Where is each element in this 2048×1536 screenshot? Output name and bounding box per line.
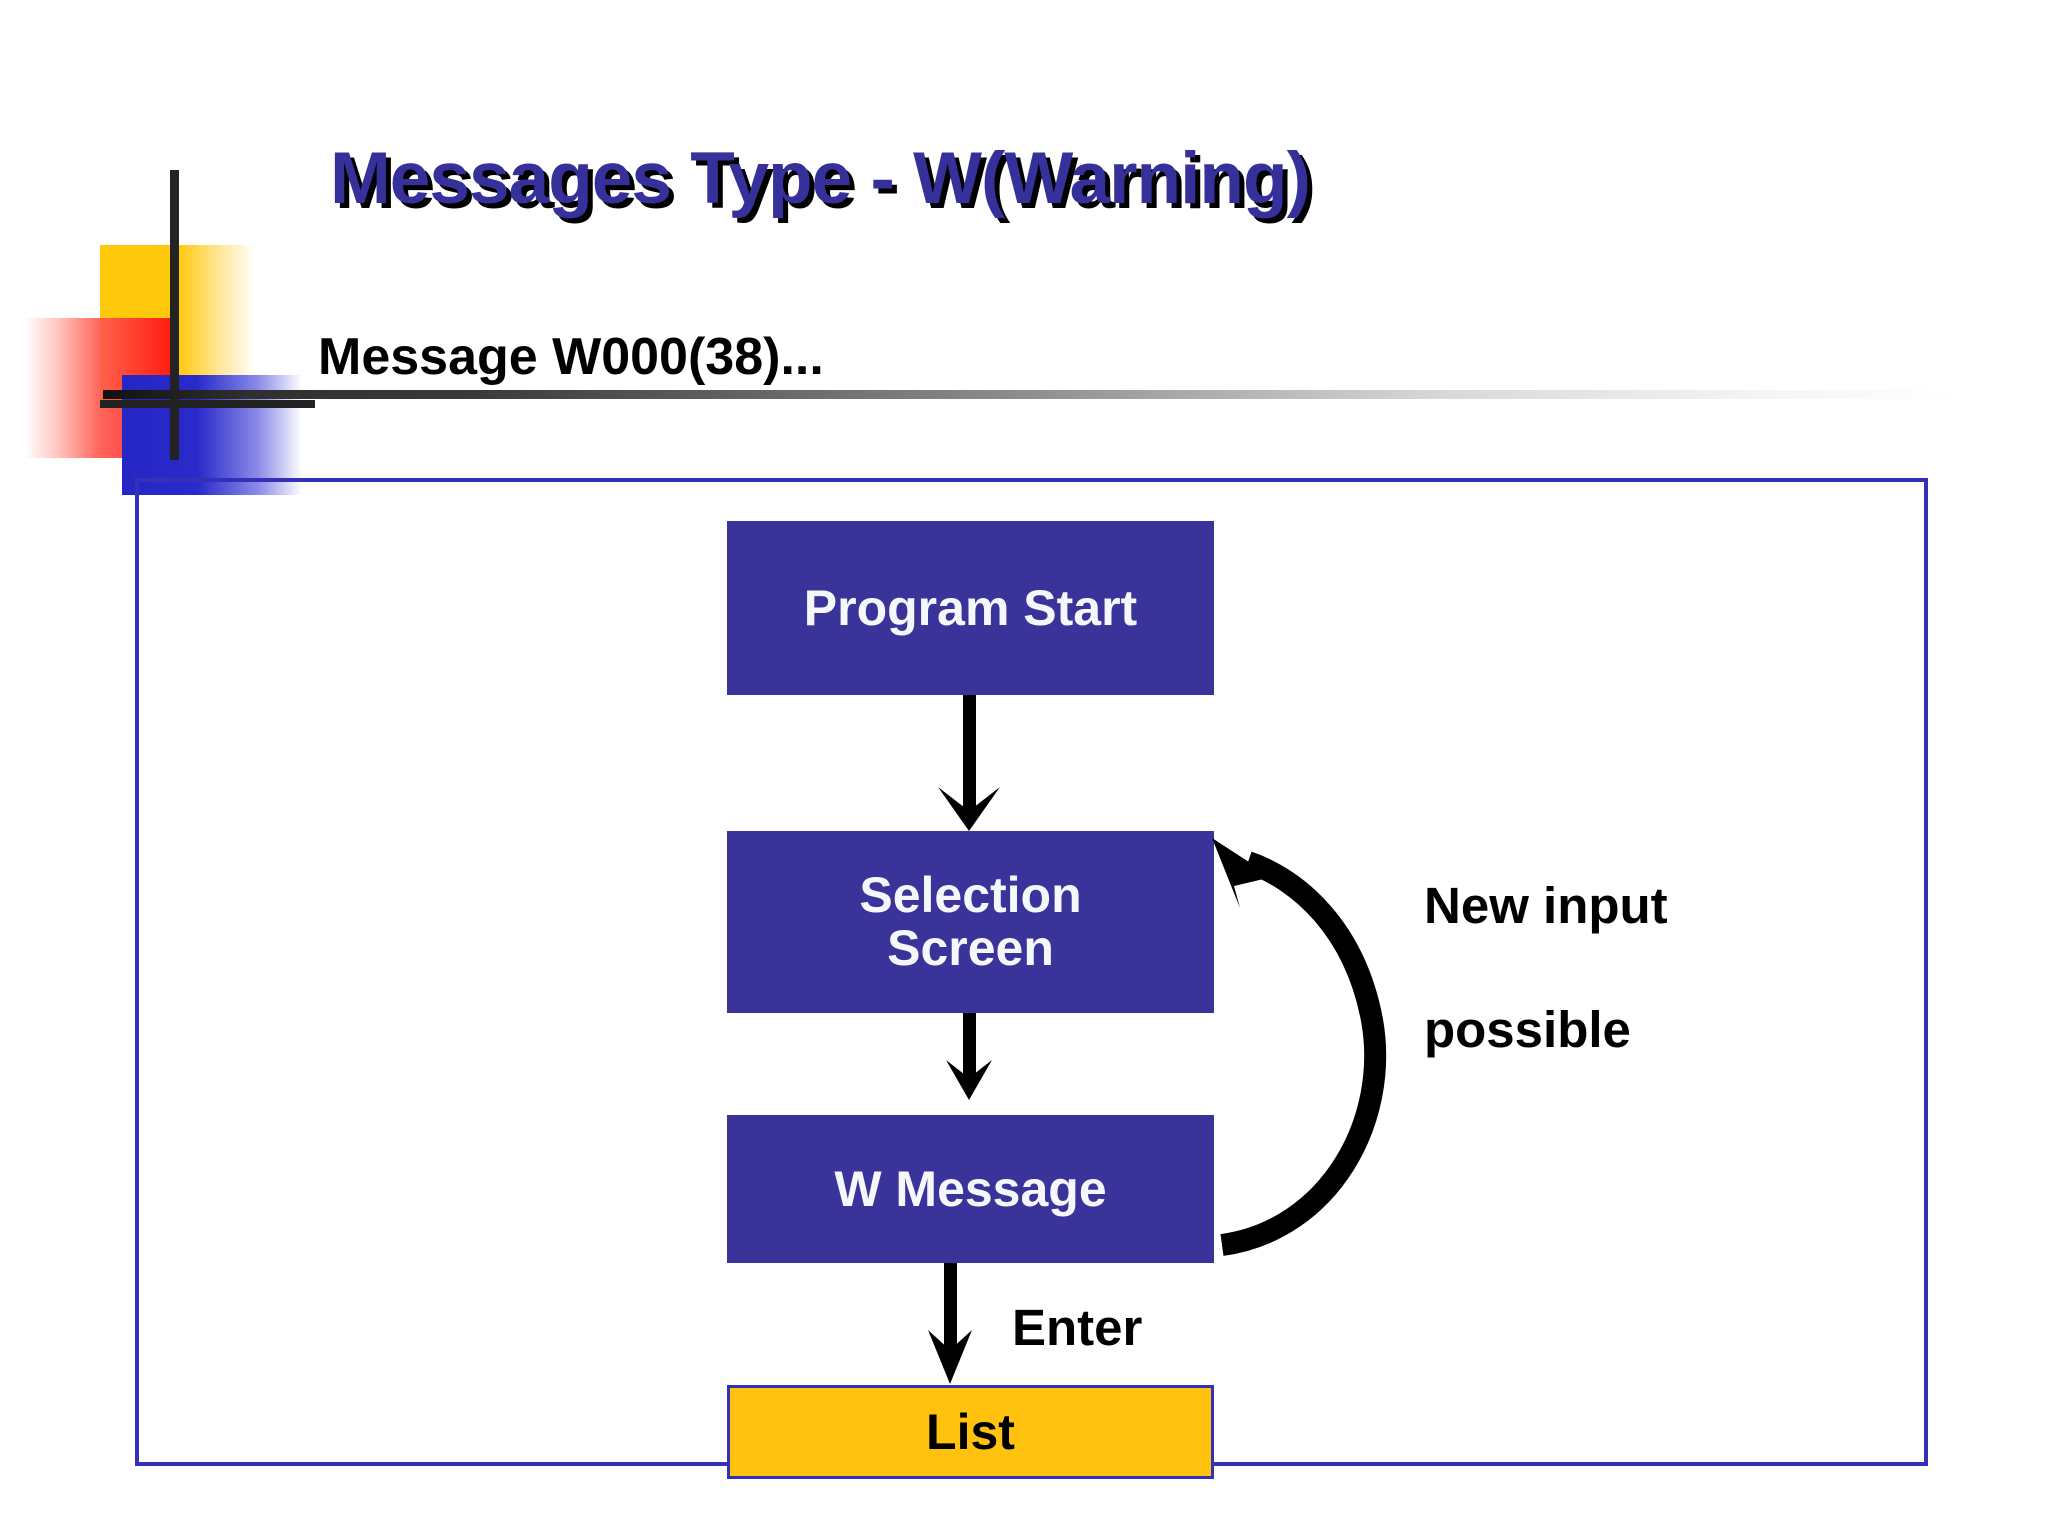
edge-label-enter: Enter xyxy=(1012,1299,1143,1356)
flow-node-selection-screen-label: Selection Screen xyxy=(859,869,1081,975)
loop-label-line2: possible xyxy=(1424,1001,1631,1058)
flow-node-selection-screen-label-line2: Screen xyxy=(887,920,1054,976)
flow-node-list-label: List xyxy=(926,1403,1015,1460)
flow-node-selection-screen[interactable]: Selection Screen xyxy=(727,831,1214,1013)
flow-node-w-message[interactable]: W Message xyxy=(727,1115,1214,1263)
slide-title: Messages Type - W(Warning) xyxy=(330,138,1311,219)
flow-node-w-message-label: W Message xyxy=(834,1160,1107,1217)
flow-node-list[interactable]: List xyxy=(727,1385,1214,1479)
loop-label-line1: New input xyxy=(1424,877,1668,934)
logo-cross-vertical-line xyxy=(170,170,179,460)
mondrian-logo xyxy=(22,170,315,495)
flow-node-selection-screen-label-line1: Selection xyxy=(859,867,1082,923)
logo-cross-horizontal-line xyxy=(100,400,315,408)
slide-subtitle: Message W000(38)... xyxy=(318,328,824,386)
flow-node-program-start[interactable]: Program Start xyxy=(727,521,1214,695)
header-divider-line xyxy=(103,390,1963,399)
flow-node-program-start-label: Program Start xyxy=(803,579,1138,636)
